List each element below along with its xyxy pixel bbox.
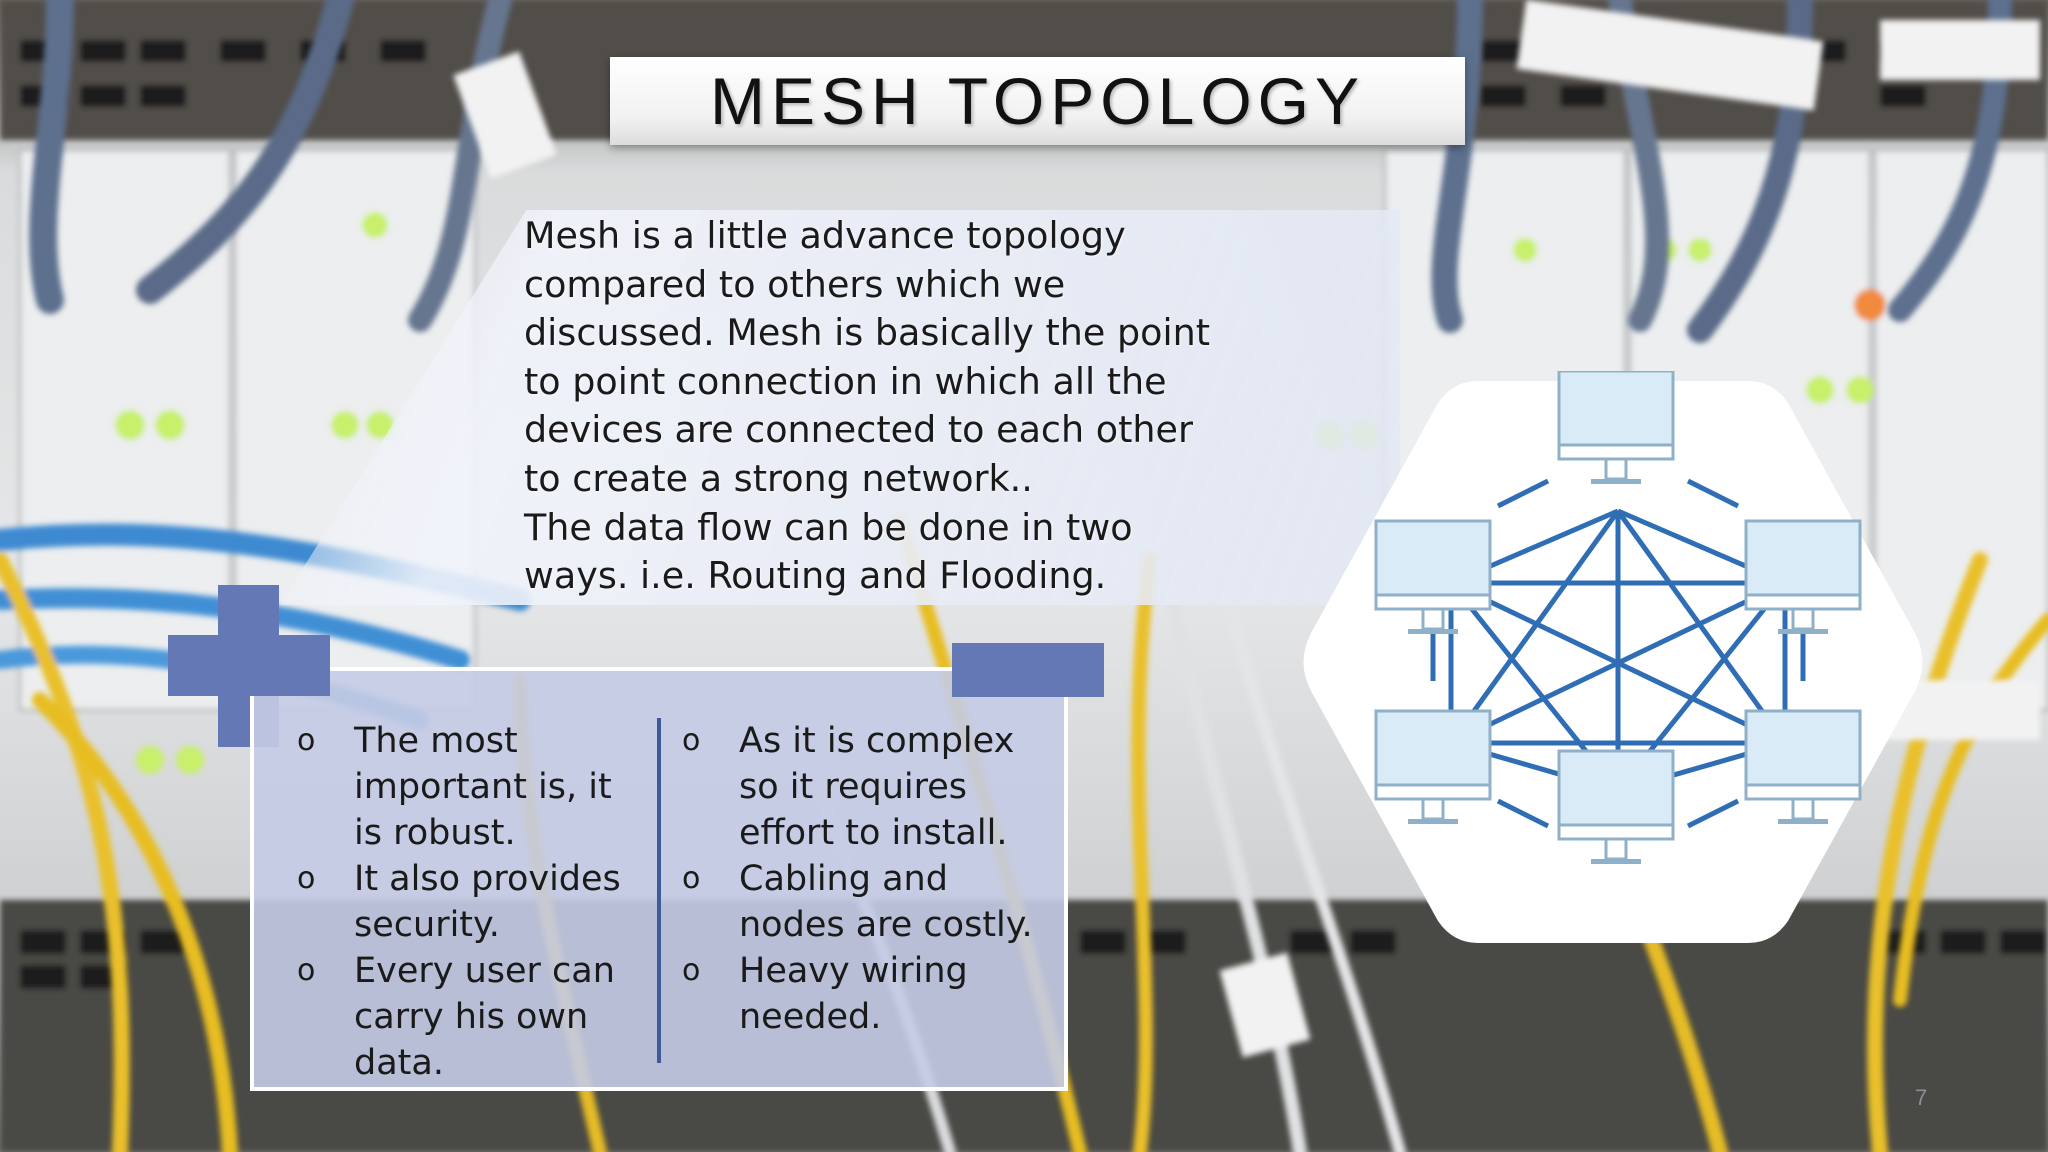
bullet-circle-icon: o	[682, 953, 701, 988]
intro-line: to create a strong network..	[524, 456, 1033, 500]
bullet-circle-icon: o	[682, 861, 701, 896]
intro-line: The data flow can be done in two	[524, 505, 1133, 549]
mesh-nodes	[1374, 369, 1862, 864]
computer-monitor-icon	[1557, 369, 1675, 484]
computer-monitor-icon	[1744, 709, 1862, 824]
list-item-line: needed.	[739, 997, 882, 1037]
bullet-circle-icon: o	[297, 953, 316, 988]
list-item-line: so it requires	[739, 767, 968, 807]
slide-title: MESH TOPOLOGY	[709, 64, 1366, 138]
list-item: o Heavy wiring needed.	[682, 948, 1042, 1040]
list-item: o As it is complex so it requires effort…	[682, 718, 1042, 856]
mesh-outer-link	[1496, 798, 1550, 829]
list-item: o The most important is, it is robust.	[297, 718, 657, 856]
list-item-line: It also provides	[354, 859, 621, 899]
mesh-link	[1615, 509, 1788, 745]
bullet-circle-icon: o	[297, 861, 316, 896]
list-item-line: As it is complex	[739, 721, 1015, 761]
list-item-line: carry his own	[354, 997, 589, 1037]
intro-paragraph: Mesh is a little advance topology compar…	[524, 212, 1224, 601]
list-item-line: The most	[354, 721, 518, 761]
mesh-outer-link	[1686, 478, 1740, 509]
computer-monitor-icon	[1374, 519, 1492, 634]
intro-line: ways. i.e. Routing and Flooding.	[524, 554, 1107, 598]
list-item-line: security.	[354, 905, 500, 945]
bullet-circle-icon: o	[682, 723, 701, 758]
intro-line: compared to others which we	[524, 262, 1066, 306]
page-number: 7	[1915, 1085, 1928, 1110]
accent-bar	[952, 643, 1104, 697]
disadvantages-list: o As it is complex so it requires effort…	[682, 718, 1042, 1040]
intro-line: devices are connected to each other	[524, 408, 1193, 452]
list-item-line: data.	[354, 1043, 444, 1083]
list-item-line: Heavy wiring	[739, 951, 968, 991]
advantages-list: o The most important is, it is robust. o…	[297, 718, 657, 1086]
intro-line: discussed. Mesh is basically the point	[524, 311, 1211, 355]
mesh-diagram-hexagon	[1293, 369, 1933, 953]
mesh-diagram	[1303, 369, 1923, 943]
mesh-outer-link	[1496, 478, 1550, 509]
computer-monitor-icon	[1557, 749, 1675, 864]
plus-accent-horizontal	[168, 635, 330, 696]
mesh-outer-link	[1686, 798, 1740, 829]
computer-monitor-icon	[1374, 709, 1492, 824]
mesh-link	[1449, 580, 1787, 746]
column-divider	[657, 718, 661, 1063]
list-item-line: nodes are costly.	[739, 905, 1033, 945]
bullet-circle-icon: o	[297, 723, 316, 758]
list-item: o Cabling and nodes are costly.	[682, 856, 1042, 948]
list-item-line: effort to install.	[739, 813, 1008, 853]
mesh-link	[1448, 509, 1621, 745]
list-item: o It also provides security.	[297, 856, 657, 948]
list-item-line: Cabling and	[739, 859, 948, 899]
intro-line: to point connection in which all the	[524, 359, 1167, 403]
list-item-line: important is, it	[354, 767, 612, 807]
list-item-line: is robust.	[354, 813, 516, 853]
title-banner: MESH TOPOLOGY	[610, 57, 1465, 145]
list-item: o Every user can carry his own data.	[297, 948, 657, 1086]
computer-monitor-icon	[1744, 519, 1862, 634]
intro-line: Mesh is a little advance topology	[524, 214, 1126, 257]
list-item-line: Every user can	[354, 951, 615, 991]
